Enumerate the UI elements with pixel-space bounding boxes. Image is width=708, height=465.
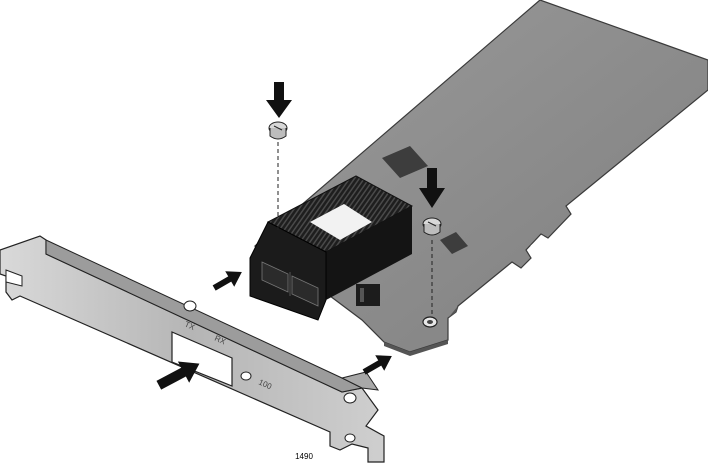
- screw-icon: [269, 122, 287, 139]
- right-arrow-icon: [210, 264, 247, 296]
- screw-icon: [423, 218, 441, 235]
- bracket-hole-led: [241, 372, 251, 380]
- bracket-hole-top: [184, 301, 196, 311]
- bracket-hole-foot: [345, 434, 355, 442]
- figure-id-label: 1490: [284, 452, 324, 461]
- bracket-hole-bottom: [344, 393, 356, 403]
- card-screw-hole-inner: [427, 320, 433, 324]
- card-led-highlight: [360, 288, 364, 302]
- down-arrow-icon: [266, 82, 292, 118]
- card-led-component: [356, 284, 380, 306]
